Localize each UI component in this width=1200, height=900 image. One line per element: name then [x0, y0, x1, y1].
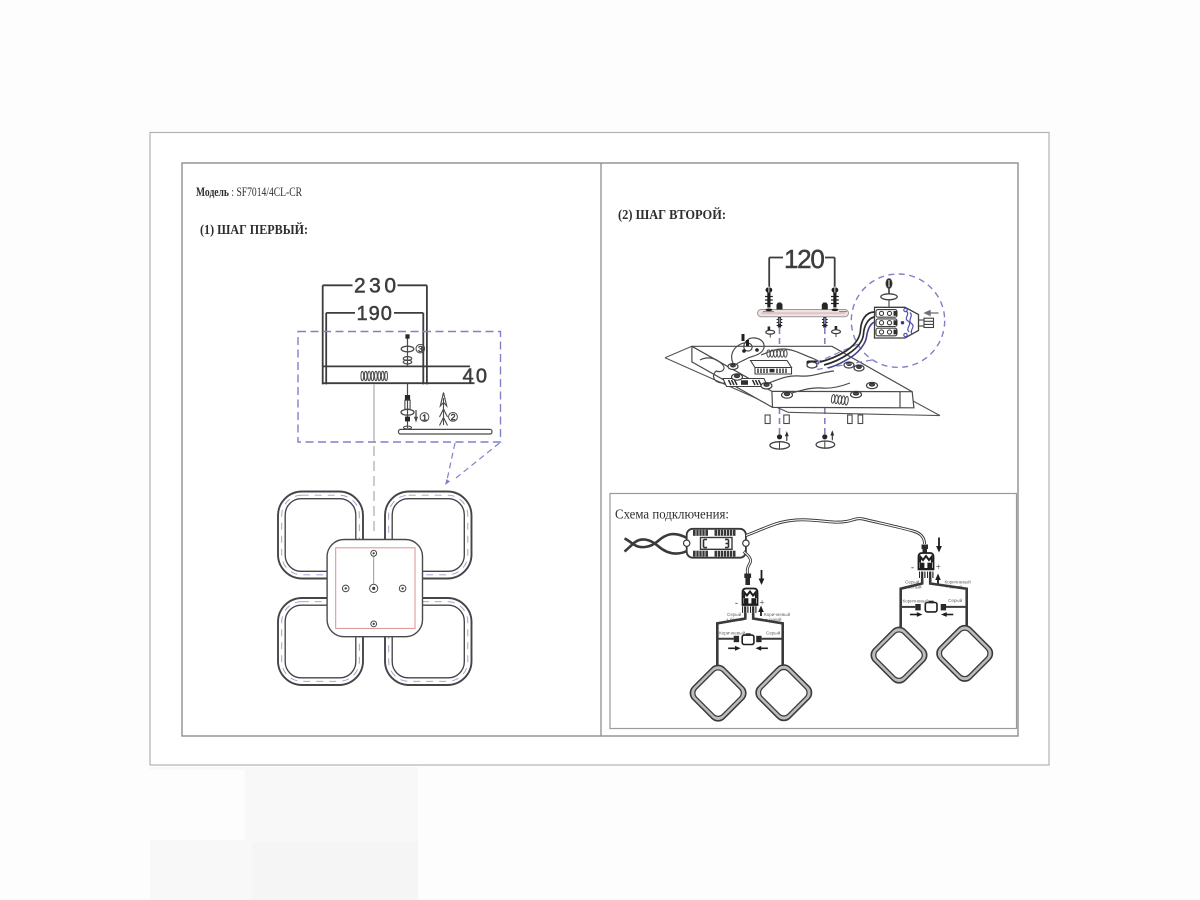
svg-text:+ синий: + синий: [765, 616, 782, 622]
svg-text:Серый: Серый: [948, 597, 963, 603]
svg-text:Коричневый: Коричневый: [719, 630, 746, 636]
svg-text:120: 120: [784, 244, 824, 274]
svg-text:40: 40: [463, 366, 490, 388]
svg-text:Серый: Серый: [727, 611, 742, 617]
svg-text:Модель : SF7014/4CL-CR: Модель : SF7014/4CL-CR: [196, 184, 302, 199]
svg-text:1: 1: [422, 412, 427, 422]
svg-text:Серый: Серый: [766, 630, 781, 636]
svg-text:2: 2: [451, 412, 456, 422]
svg-text:+: +: [936, 562, 941, 572]
svg-text:Коричневый: Коричневый: [764, 611, 791, 617]
svg-text:(2) ШАГ ВТОРОЙ:: (2) ШАГ ВТОРОЙ:: [618, 206, 726, 223]
svg-text:-: -: [735, 598, 738, 608]
svg-text:Схема подключения:: Схема подключения:: [615, 508, 729, 523]
svg-text:Коричневый: Коричневый: [903, 598, 930, 604]
svg-text:-: -: [911, 562, 914, 572]
svg-text:190: 190: [357, 303, 393, 325]
svg-text:3: 3: [418, 344, 423, 354]
svg-text:Коричневый: Коричневый: [945, 579, 972, 585]
svg-text:230: 230: [354, 275, 400, 298]
svg-text:Серый: Серый: [905, 579, 920, 585]
svg-text:(1) ШАГ ПЕРВЫЙ:: (1) ШАГ ПЕРВЫЙ:: [200, 221, 308, 238]
svg-text:+: +: [760, 598, 765, 608]
